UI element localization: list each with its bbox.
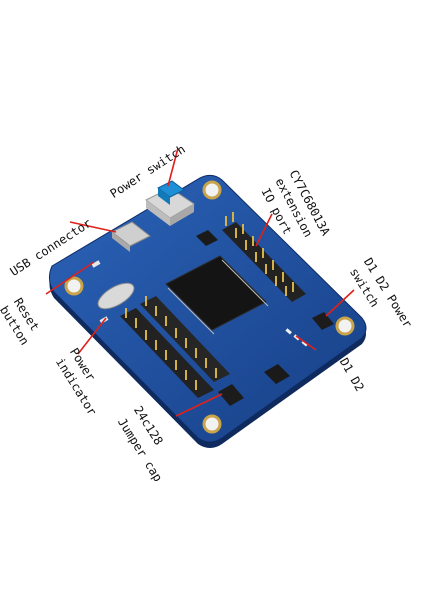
io-header-bottom [120,296,230,398]
power-switch [145,180,195,226]
eeprom-chip [264,364,290,384]
jumper-cap [218,384,244,406]
regulator-chip [196,230,218,246]
d1d2-switch [312,312,334,330]
io-header-top [222,212,306,302]
annotation-lines [45,147,355,417]
cy7c68013a-chip [165,255,269,335]
usb-connector [111,221,151,252]
crystal-oscillator [97,282,135,310]
mounting-holes [64,180,355,434]
